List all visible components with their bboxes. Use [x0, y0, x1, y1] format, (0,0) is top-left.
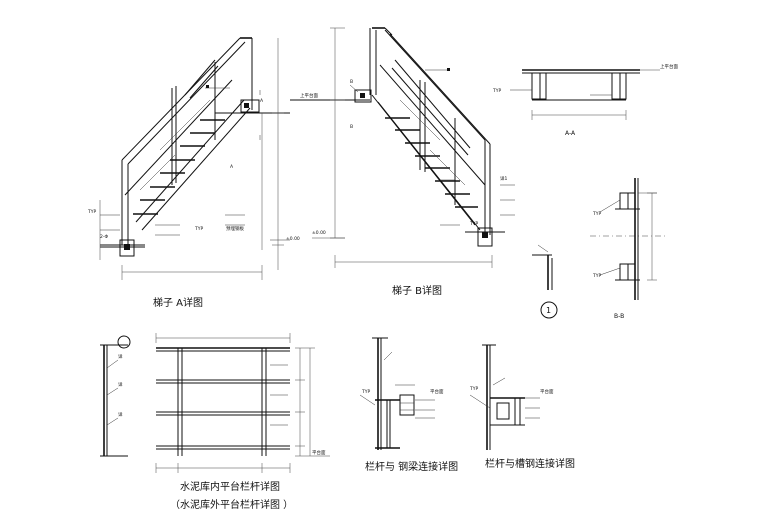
- section-aa: TYP 上平台面 A-A: [492, 63, 678, 137]
- svg-text:TYP: TYP: [492, 88, 501, 94]
- svg-text:TYP: TYP: [592, 273, 601, 279]
- railing-steel-joint-title: 栏杆与 钢梁连接详图: [365, 460, 458, 473]
- svg-text:TYP: TYP: [469, 221, 478, 227]
- svg-text:详1: 详1: [500, 175, 507, 182]
- railing-in-title: 水泥库内平台栏杆详图: [180, 480, 280, 493]
- svg-text:平台面: 平台面: [430, 388, 444, 395]
- railing-channel-joint: TYP 平台面 栏杆与槽钢连接详图: [469, 344, 575, 470]
- section-aa-title: A-A: [565, 130, 576, 137]
- svg-text:A: A: [260, 98, 264, 104]
- svg-text:TYP: TYP: [469, 386, 478, 392]
- railing-steel-beam-joint: TYP 平台面 栏杆与 钢梁连接详图: [359, 337, 458, 473]
- svg-text:TYP: TYP: [592, 211, 601, 217]
- svg-text:详: 详: [118, 381, 123, 388]
- svg-text:B: B: [350, 124, 353, 130]
- railing-side-view: 详 详 详: [100, 335, 131, 457]
- svg-text:详: 详: [118, 411, 123, 418]
- svg-text:预埋钢板: 预埋钢板: [226, 225, 244, 232]
- svg-text:±0.00: ±0.00: [286, 236, 300, 242]
- svg-text:详: 详: [118, 353, 123, 360]
- section-bb-title: B-B: [614, 313, 624, 320]
- svg-text:±0.00: ±0.00: [312, 230, 326, 236]
- railing-channel-joint-title: 栏杆与槽钢连接详图: [485, 457, 575, 470]
- detail-1: 1: [532, 244, 558, 319]
- svg-text:2-Φ: 2-Φ: [100, 234, 108, 240]
- svg-text:TYP: TYP: [361, 389, 370, 395]
- railing-elevation: 平台面 水泥库内平台栏杆详图 （水泥库外平台栏杆详图 ）: [155, 333, 330, 511]
- svg-text:上平台面: 上平台面: [660, 63, 678, 70]
- ladder-b-elevation: 上平台面 ±0.00 B B TYP 详1 梯子 B详图: [290, 27, 515, 297]
- svg-text:平台面: 平台面: [312, 449, 326, 456]
- svg-text:上平台面: 上平台面: [300, 92, 318, 99]
- ladder-a-elevation: A A TYP TYP 2-Φ 预埋钢板 ±0.00 梯子 A详图: [87, 37, 300, 309]
- section-bb: TYP TYP B-B: [590, 178, 665, 320]
- svg-text:TYP: TYP: [194, 226, 203, 232]
- svg-text:A: A: [230, 164, 234, 170]
- svg-text:TYP: TYP: [87, 209, 96, 215]
- svg-text:平台面: 平台面: [540, 388, 554, 395]
- svg-text:B: B: [350, 79, 353, 85]
- railing-out-title: （水泥库外平台栏杆详图 ）: [170, 498, 293, 511]
- ladder-a-title: 梯子 A详图: [153, 296, 203, 309]
- detail-1-mark: 1: [546, 306, 551, 315]
- ladder-b-title: 梯子 B详图: [392, 284, 442, 297]
